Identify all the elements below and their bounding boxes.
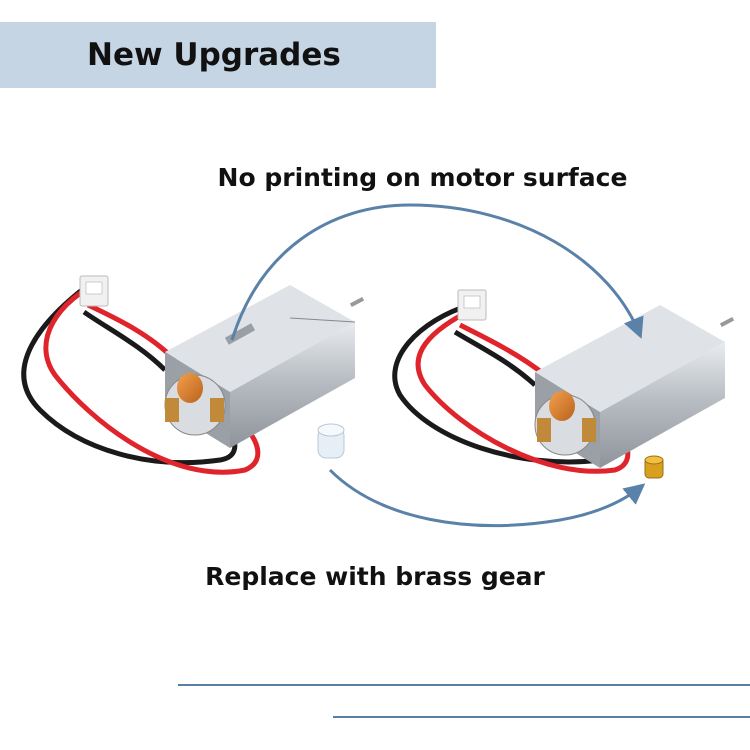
top-caption: No printing on motor surface bbox=[217, 163, 628, 192]
motor-can bbox=[600, 342, 725, 468]
new-motor-image bbox=[392, 289, 735, 474]
top-arrow bbox=[230, 203, 644, 341]
red-wire bbox=[43, 279, 261, 475]
plastic-gear-image bbox=[317, 423, 345, 459]
old-motor-image bbox=[21, 275, 365, 475]
bottom-caption: Replace with brass gear bbox=[205, 562, 545, 591]
motor-can bbox=[230, 322, 355, 448]
capacitor bbox=[177, 373, 203, 403]
bottom-arrow bbox=[328, 468, 646, 528]
brass-gear-image bbox=[644, 455, 664, 479]
title-banner bbox=[0, 22, 436, 88]
capacitor bbox=[549, 391, 575, 421]
red-wire bbox=[415, 305, 631, 474]
title-banner-text: New Upgrades bbox=[87, 37, 341, 73]
